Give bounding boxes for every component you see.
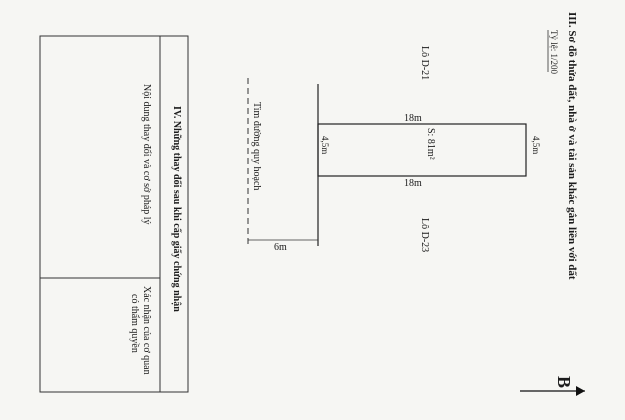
section-letter-b: B	[554, 376, 574, 389]
section-arrow-head	[576, 386, 585, 396]
scale-label: Tỷ lệ: 1/200	[549, 30, 559, 74]
road-centerline-label: Tim đường quy hoạch	[251, 102, 262, 191]
lot-label-top: Lô D-21	[419, 46, 430, 81]
section4-title: IV. Những thay đổi sau khi cấp giấy chứn…	[171, 106, 182, 312]
changes-content-header: Nội dung thay đổi và cơ sở pháp lý	[141, 84, 152, 225]
changes-table-frame	[39, 35, 189, 393]
land-plot-outline	[317, 123, 527, 177]
road-width-label: 6m	[274, 242, 287, 253]
dim-top: 18m	[404, 113, 422, 124]
dim-bottom: 18m	[404, 178, 422, 189]
confirmation-header-line1: Xác nhận của cơ quan	[141, 286, 152, 375]
plot-area: S: 81m²	[425, 128, 436, 160]
lot-label-bottom: Lô D-23	[419, 218, 430, 253]
section3-title: III. Sơ đồ thửa đất, nhà ở và tài sản kh…	[566, 12, 578, 280]
confirmation-header-line2: có thẩm quyền	[129, 294, 140, 353]
dim-right: 4,5m	[531, 136, 541, 155]
dim-left: 4,5m	[320, 136, 330, 155]
